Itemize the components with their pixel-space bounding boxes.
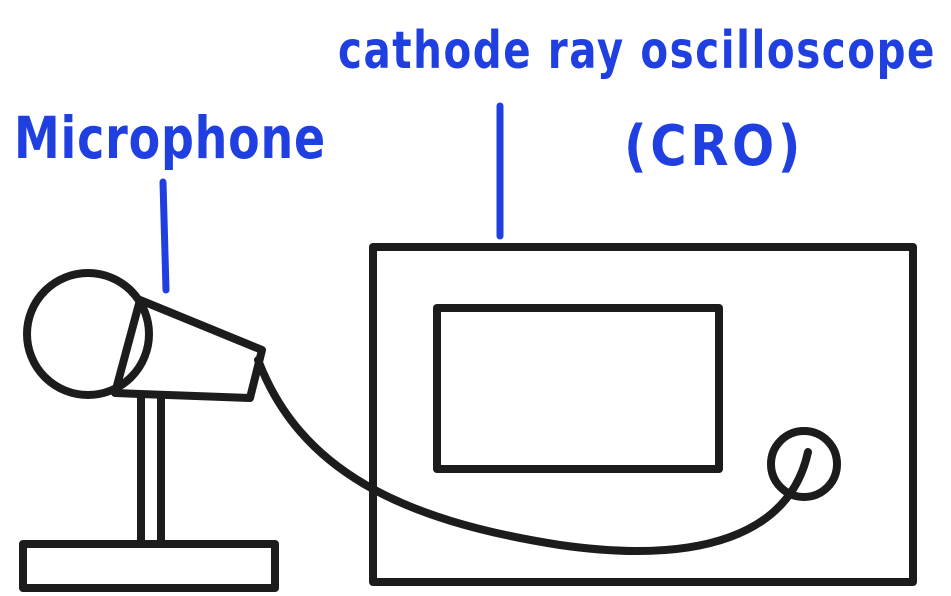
cro-label-line2: (CRO) xyxy=(624,114,804,179)
cro-screen xyxy=(433,304,723,473)
microphone-body xyxy=(111,296,266,402)
microphone-label: Microphone xyxy=(14,104,326,172)
microphone-stand xyxy=(137,391,165,546)
microphone-head xyxy=(23,269,153,399)
microphone xyxy=(19,269,279,592)
cro-label-line1: cathode ray oscilloscope xyxy=(338,21,936,81)
cathode-ray-oscilloscope xyxy=(369,243,917,586)
microphone-base xyxy=(19,540,279,592)
microphone-cable xyxy=(254,356,812,555)
microphone-pointer-line xyxy=(159,178,170,294)
cro-input-knob xyxy=(767,427,841,501)
cro-casing xyxy=(369,243,917,586)
